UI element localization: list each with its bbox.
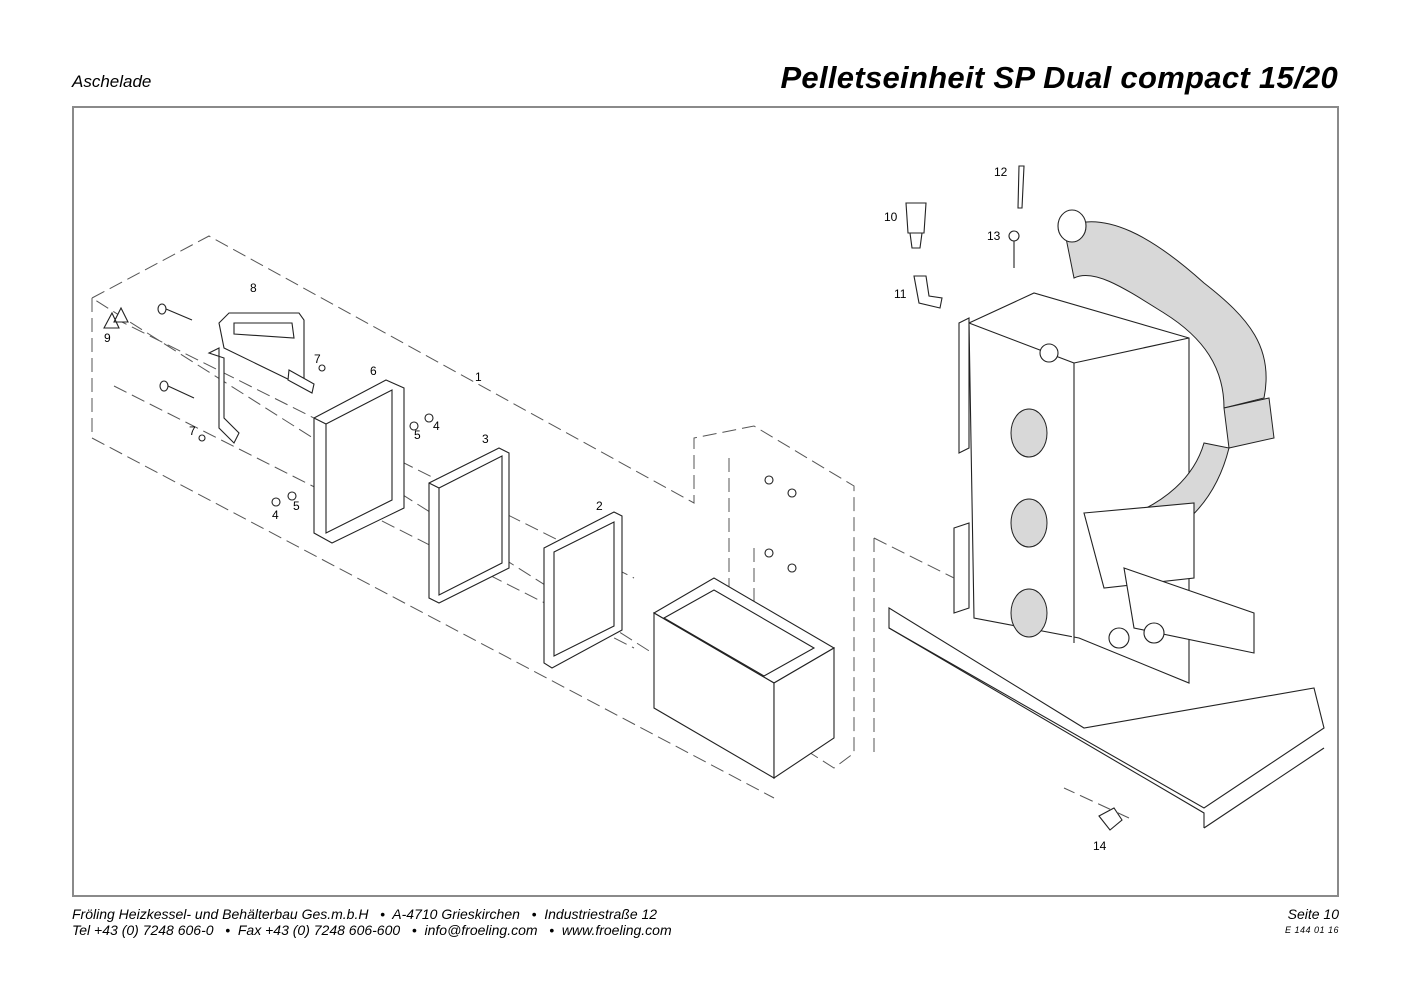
footer-contact: Tel +43 (0) 7248 606-0 • Fax +43 (0) 724…	[72, 922, 672, 938]
drain-valve	[1098, 807, 1123, 831]
handle-bracket	[207, 312, 315, 444]
ash-drawer-box	[652, 577, 836, 780]
nut-4-upper	[424, 413, 434, 423]
callout-7-lower: 7	[189, 424, 196, 438]
pellet-unit-assembly	[873, 165, 1325, 831]
washer-5-upper	[409, 421, 419, 431]
door-gasket	[543, 511, 623, 669]
callout-4-upper: 4	[433, 419, 440, 433]
nut-4-lower	[271, 497, 281, 507]
callout-7-upper: 7	[314, 352, 321, 366]
drawer-front-frame	[313, 379, 405, 544]
callout-3: 3	[482, 432, 489, 446]
warning-triangle-sticker	[103, 306, 129, 329]
bolt-upper	[157, 303, 195, 399]
screw-7-upper	[318, 364, 326, 372]
burner-unit	[1083, 502, 1195, 589]
screw-7-lower	[198, 434, 206, 442]
callout-5-lower: 5	[293, 499, 300, 513]
elbow-fitting	[913, 275, 943, 309]
callout-14: 14	[1093, 839, 1107, 853]
callout-12: 12	[994, 165, 1008, 179]
callout-labels: 1 2 3 4 4 5 5 6 7 7 8 9 10 11 12 13 14	[104, 165, 1107, 853]
exploded-view-drawing: 1 2 3 4 4 5 5 6 7 7 8 9 10 11 12 13 14	[91, 165, 1325, 853]
drawing-title: Pelletseinheit SP Dual compact 15/20	[780, 60, 1338, 95]
callout-5-upper: 5	[414, 428, 421, 442]
sensor-rod	[1017, 165, 1025, 209]
drawer-door-panel	[428, 447, 510, 604]
exploded-drawing-frame: 1 2 3 4 4 5 5 6 7 7 8 9 10 11 12 13 14	[72, 106, 1339, 897]
callout-4-lower: 4	[272, 508, 279, 522]
callout-13: 13	[987, 229, 1001, 243]
page-number: Seite 10	[1287, 906, 1339, 922]
callout-2: 2	[596, 499, 603, 513]
ash-drawer-assembly	[91, 235, 855, 799]
air-vent-valve	[905, 202, 927, 234]
callout-11: 11	[894, 287, 907, 301]
inspection-cover-1	[1010, 408, 1048, 458]
footer-company-address: Fröling Heizkessel- und Behälterbau Ges.…	[72, 906, 658, 922]
callout-9: 9	[104, 331, 111, 345]
drawing-subtitle: Aschelade	[72, 72, 152, 91]
washer-lower-right	[764, 548, 774, 558]
sensor-gland	[1008, 230, 1020, 242]
washer-5-lower	[287, 491, 297, 501]
document-code: E 144 01 16	[1284, 925, 1339, 935]
flue-pipe	[1063, 221, 1267, 409]
inspection-cover-3	[1010, 588, 1048, 638]
inspection-cover-2	[1010, 498, 1048, 548]
screw-lower-right	[787, 563, 797, 573]
callout-1: 1	[475, 370, 482, 384]
washer-upper-right	[764, 475, 774, 485]
callout-8: 8	[250, 281, 257, 295]
screw-upper-right	[787, 488, 797, 498]
callout-10: 10	[884, 210, 898, 224]
callout-6: 6	[370, 364, 377, 378]
